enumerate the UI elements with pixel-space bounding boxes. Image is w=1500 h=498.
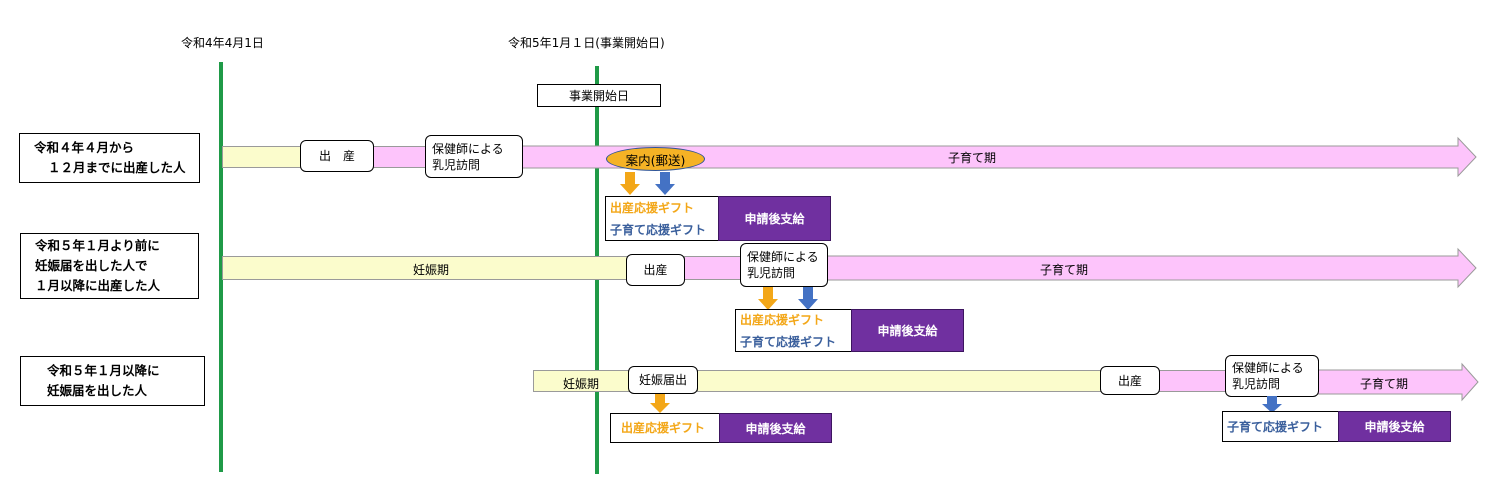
row3-childcare-arrow [1317,362,1479,402]
row2-childcare-arrow [825,247,1477,289]
row3-gift-birth: 出産応援ギフト [621,421,706,435]
row1-blue-down-arrow [655,172,675,195]
row3-notification-box: 妊娠届出 [628,366,698,394]
row3-childcare-label: 子育て期 [1360,377,1409,391]
row2-label-line1: 令和５年１月より前に [35,238,160,253]
program-start-marker: 事業開始日 [537,84,661,107]
date-label-r4-april: 令和4年4月1日 [181,36,264,50]
row3-pregnancy-label: 妊娠期 [563,377,600,391]
row1-label-line2: １２月までに出産した人 [48,160,186,175]
row1-pregnancy-bar [222,146,304,168]
row1-visit-line1: 保健師による [432,141,504,156]
row1-childcare-bar-segment [370,146,432,168]
row3-gift-child-box: 子育て応援ギフト [1222,411,1339,442]
row1-gift-child: 子育て応援ギフト [610,222,707,237]
row3-gift-child: 子育て応援ギフト [1227,419,1324,434]
row3-pregnancy-bar [697,370,1103,392]
row1-gift-birth: 出産応援ギフト [610,200,695,215]
row1-label: 令和４年４月から １２月までに出産した人 [19,133,200,183]
row1-gift-box: 出産応援ギフト 子育て応援ギフト [605,196,719,241]
row3-label-line1: 令和５年１月以降に [47,363,160,378]
row2-label-line3: １月以降に出産した人 [35,278,161,293]
row1-notice-ellipse: 案内(郵送) [606,147,705,171]
row3-birth-box: 出産 [1100,366,1160,395]
timeline-line-r4-april [219,62,223,472]
row1-childcare-label: 子育て期 [948,151,997,165]
row3-gift-birth-box: 出産応援ギフト [610,413,720,443]
row3-orange-down-arrow [650,394,670,413]
row2-childcare-label: 子育て期 [1040,263,1089,277]
row3-childcare-bar-segment [1158,370,1228,392]
row2-visit-line2: 乳児訪問 [747,266,796,280]
row2-visit-line1: 保健師による [747,250,819,264]
row3-visit-box: 保健師による 乳児訪問 [1225,355,1319,397]
row2-gift-child: 子育て応援ギフト [740,334,837,349]
row2-pregnancy-label: 妊娠期 [413,263,450,277]
row2-blue-down-arrow [798,287,818,310]
row3-visit-line2: 乳児訪問 [1232,377,1281,391]
row1-payment-box: 申請後支給 [718,196,831,241]
row2-label-line2: 妊娠届を出した人で [35,258,148,273]
row2-gift-birth: 出産応援ギフト [740,312,825,327]
date-label-r5-january: 令和5年1月１日(事業開始日) [508,36,665,50]
row1-birth-box: 出 産 [300,140,374,172]
row2-orange-down-arrow [758,287,778,310]
row3-payment-birth-box: 申請後支給 [719,413,832,443]
row3-visit-line1: 保健師による [1232,361,1304,375]
row3-blue-down-arrow [1262,396,1282,413]
row1-label-line1: 令和４年４月から [34,140,135,155]
row2-gift-box: 出産応援ギフト 子育て応援ギフト [735,309,852,352]
row2-payment-box: 申請後支給 [851,309,964,352]
row1-visit-line2: 乳児訪問 [432,157,481,172]
row2-pregnancy-bar [222,256,628,280]
row2-childcare-bar-segment [684,256,744,280]
row2-visit-box: 保健師による 乳児訪問 [740,243,828,287]
row2-label: 令和５年１月より前に 妊娠届を出した人で １月以降に出産した人 [20,233,199,299]
row3-label: 令和５年１月以降に 妊娠届を出した人 [20,356,205,406]
row3-label-line2: 妊娠届を出した人 [47,383,148,398]
row2-birth-box: 出産 [626,254,685,286]
row3-payment-child-box: 申請後支給 [1338,411,1451,442]
row1-orange-down-arrow [620,172,640,195]
row1-visit-box: 保健師による 乳児訪問 [425,135,523,178]
